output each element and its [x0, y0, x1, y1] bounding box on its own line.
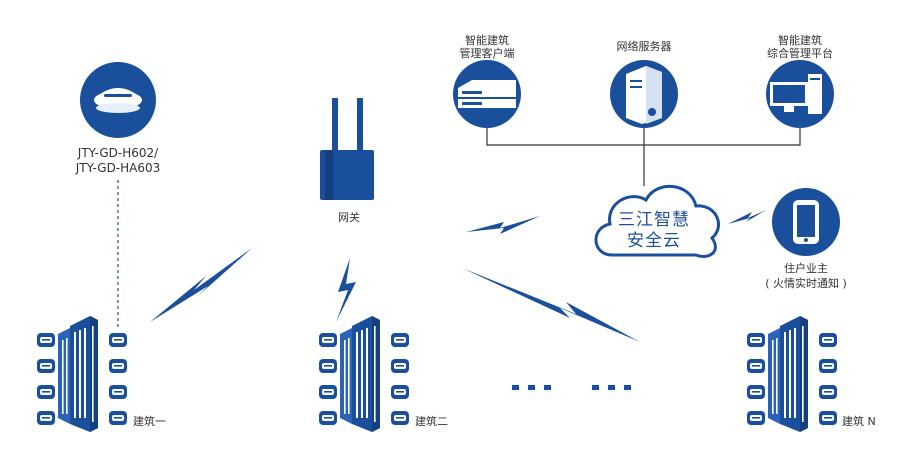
bolt-cloud	[466, 216, 540, 234]
rack-server-icon	[453, 60, 521, 128]
building-2	[319, 316, 409, 432]
detector-model-line2: JTY-GD-HA603	[75, 161, 161, 175]
tower-server-icon	[610, 60, 678, 128]
bolt-buildingN	[462, 268, 640, 342]
building-n-label: 建筑 N	[842, 415, 876, 428]
wireless-signals	[150, 210, 766, 342]
building-1-label: 建筑一	[133, 415, 166, 428]
network-links	[486, 128, 801, 186]
smartphone-icon	[772, 188, 840, 256]
smoke-detector-icon	[80, 62, 156, 138]
gateway-label: 网关	[338, 211, 360, 224]
client-label-line1: 智能建筑	[465, 34, 509, 47]
cloud-label-line2: 安全云	[627, 231, 681, 251]
bolt-building1	[150, 248, 252, 322]
owner-label-line2: ( 火情实时通知 )	[765, 277, 847, 290]
bolt-building2	[336, 258, 356, 322]
client-label-line2: 管理客户端	[459, 47, 515, 60]
router-icon	[320, 98, 374, 200]
detector-model-line1: JTY-GD-H602/	[77, 146, 159, 160]
bolt-phone	[728, 210, 766, 224]
building-2-label: 建筑二	[415, 415, 448, 428]
owner-label-line1: 住户业主	[784, 262, 828, 275]
cloud-label-line1: 三江智慧	[618, 210, 690, 230]
server-label: 网络服务器	[616, 40, 672, 53]
more-buildings-ellipsis	[512, 385, 631, 390]
building-n	[747, 316, 837, 432]
building-1	[37, 316, 127, 432]
platform-label-line1: 智能建筑	[778, 34, 822, 47]
cloud-icon	[594, 185, 720, 258]
desktop-computer-icon	[766, 60, 834, 128]
platform-label-line2: 综合管理平台	[767, 47, 833, 60]
